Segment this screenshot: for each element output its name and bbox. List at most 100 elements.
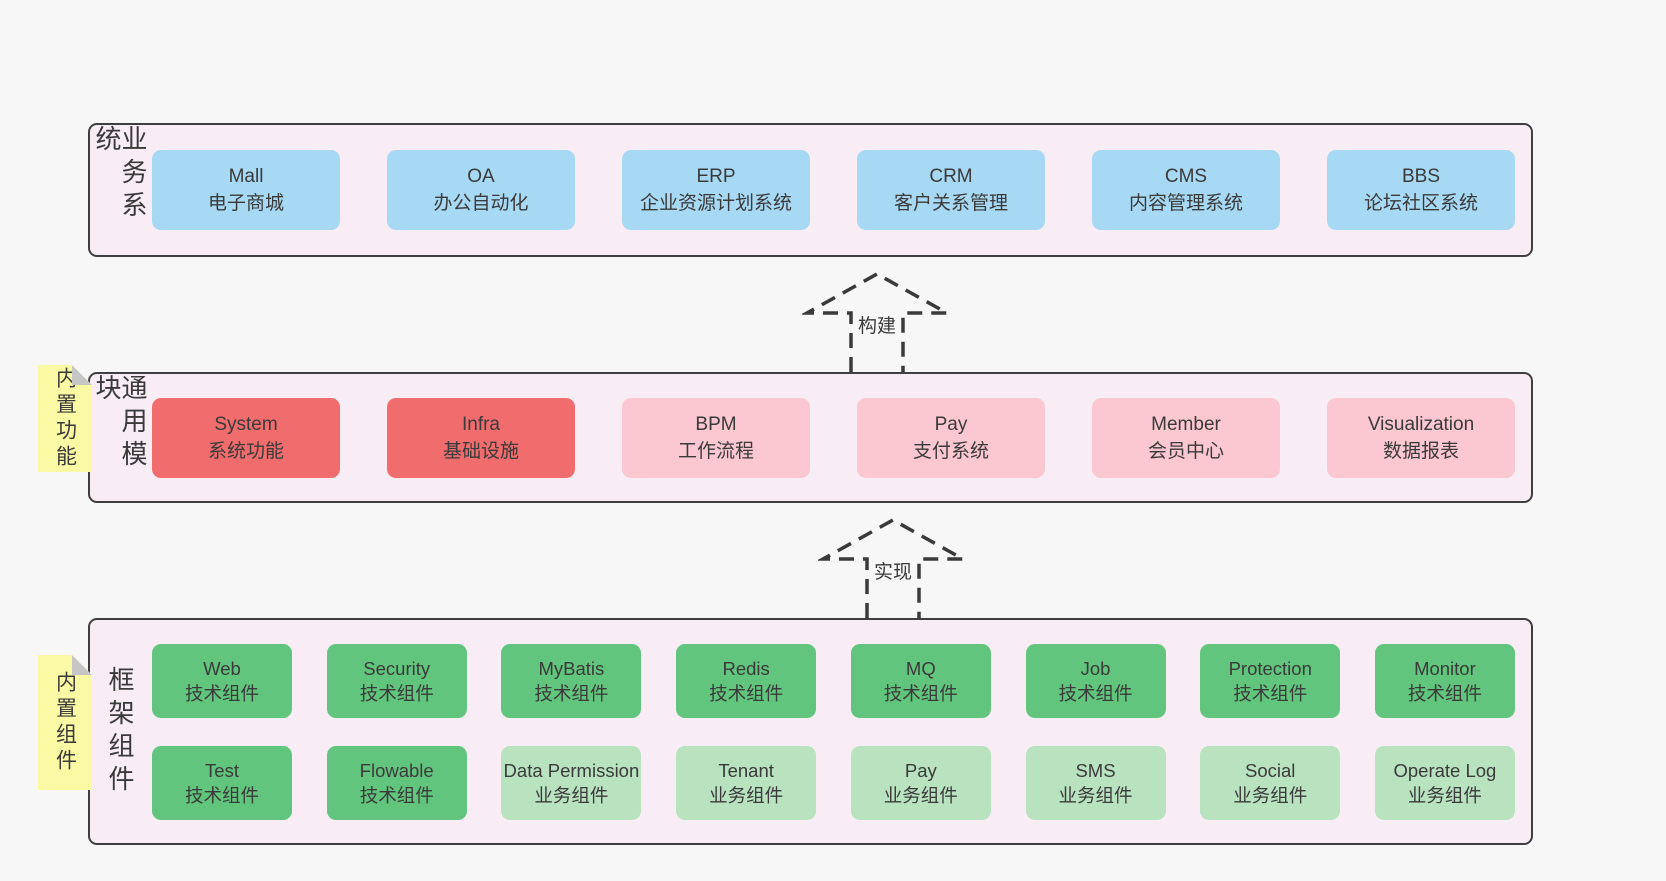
sticky-note-label: 内置组件: [53, 670, 77, 775]
module-subtitle: 技术组件: [883, 682, 958, 704]
module-name: Mall: [228, 166, 264, 187]
band-rows: System 系统功能 Infra 基础设施 BPM 工作流程 Pay 支付系统…: [150, 374, 1531, 501]
arrow-label: 实现: [869, 554, 917, 587]
module-subtitle: 技术组件: [359, 784, 434, 806]
box-crm: CRM 客户关系管理: [857, 150, 1045, 230]
module-subtitle: 会员中心: [1147, 440, 1224, 462]
band-title-components: 框架组件: [105, 665, 135, 798]
box-member: Member 会员中心: [1092, 397, 1280, 478]
box-web: Web 技术组件: [152, 643, 292, 718]
band-modules: 通用模块 System 系统功能 Infra 基础设施 BPM 工作流程 Pay…: [88, 372, 1533, 503]
box-pay: Pay 支付系统: [857, 397, 1045, 478]
module-name: MyBatis: [538, 657, 605, 679]
module-subtitle: 技术组件: [1233, 682, 1308, 704]
arrow-label: 构建: [853, 308, 901, 341]
box-infra: Infra 基础设施: [387, 397, 575, 478]
band-rows: Mall 电子商城 OA 办公自动化 ERP 企业资源计划系统 CRM 客户关系…: [150, 125, 1531, 255]
box-bbs: BBS 论坛社区系统: [1327, 150, 1515, 230]
band-rows: Web 技术组件 Security 技术组件 MyBatis 技术组件 Redi…: [150, 620, 1531, 843]
band-row: System 系统功能 Infra 基础设施 BPM 工作流程 Pay 支付系统…: [152, 397, 1515, 478]
module-name: SMS: [1075, 759, 1116, 781]
module-subtitle: 技术组件: [184, 784, 259, 806]
box-pay: Pay 业务组件: [850, 745, 991, 820]
module-subtitle: 基础设施: [442, 440, 519, 462]
module-subtitle: 办公自动化: [433, 193, 529, 214]
module-name: Data Permission: [503, 759, 640, 781]
band-business: 业务系统 Mall 电子商城 OA 办公自动化 ERP 企业资源计划系统 CRM…: [88, 123, 1533, 257]
module-subtitle: 业务组件: [1233, 784, 1308, 806]
box-test: Test 技术组件: [152, 745, 292, 820]
band-row: Test 技术组件 Flowable 技术组件 Data Permission …: [152, 745, 1515, 820]
module-subtitle: 业务组件: [534, 784, 609, 806]
module-subtitle: 技术组件: [534, 682, 609, 704]
module-name: OA: [467, 166, 495, 187]
box-visualization: Visualization 数据报表: [1327, 397, 1515, 478]
box-security: Security 技术组件: [326, 643, 467, 718]
module-name: CRM: [929, 166, 973, 187]
module-name: BPM: [695, 413, 737, 435]
box-sms: SMS 业务组件: [1025, 745, 1166, 820]
module-subtitle: 客户关系管理: [893, 193, 1008, 214]
up-arrow-icon: [818, 518, 968, 618]
module-name: BBS: [1401, 166, 1441, 187]
module-name: Monitor: [1414, 657, 1476, 679]
module-subtitle: 业务组件: [1058, 784, 1133, 806]
module-name: Security: [363, 657, 431, 679]
module-name: MQ: [905, 657, 936, 679]
box-operate-log: Operate Log 业务组件: [1374, 745, 1515, 820]
module-subtitle: 业务组件: [1407, 784, 1482, 806]
box-mall: Mall 电子商城: [152, 150, 340, 230]
module-name: Flowable: [359, 759, 434, 781]
band-components: 框架组件 Web 技术组件 Security 技术组件 MyBatis 技术组件…: [88, 618, 1533, 845]
box-mybatis: MyBatis 技术组件: [501, 643, 642, 718]
module-name: Member: [1151, 413, 1221, 435]
module-name: System: [214, 413, 278, 435]
module-subtitle: 技术组件: [1058, 682, 1133, 704]
module-name: Tenant: [718, 759, 774, 781]
sticky-note-label: 内置功能: [53, 366, 77, 471]
module-subtitle: 数据报表: [1382, 440, 1459, 462]
module-subtitle: 工作流程: [677, 440, 754, 462]
box-bpm: BPM 工作流程: [622, 397, 810, 478]
module-name: Redis: [722, 657, 770, 679]
module-name: Operate Log: [1393, 759, 1497, 781]
module-subtitle: 内容管理系统: [1128, 193, 1243, 214]
box-data-permission: Data Permission 业务组件: [501, 745, 642, 820]
dashed-up-arrow-build: 构建: [802, 272, 952, 372]
module-subtitle: 技术组件: [359, 682, 434, 704]
module-subtitle: 支付系统: [912, 440, 989, 462]
module-subtitle: 业务组件: [709, 784, 784, 806]
module-name: Job: [1080, 657, 1111, 679]
band-title-modules: 通用模块: [92, 374, 148, 473]
module-name: CMS: [1164, 166, 1208, 187]
up-arrow-icon: [802, 272, 952, 372]
box-protection: Protection 技术组件: [1200, 643, 1341, 718]
box-mq: MQ 技术组件: [850, 643, 991, 718]
module-name: Pay: [934, 413, 968, 435]
module-name: ERP: [696, 166, 736, 187]
module-subtitle: 系统功能: [207, 440, 284, 462]
module-name: Visualization: [1367, 413, 1475, 435]
band-title-business: 业务系统: [92, 125, 148, 224]
box-system: System 系统功能: [152, 397, 340, 478]
module-name: Pay: [904, 759, 937, 781]
module-name: Protection: [1228, 657, 1312, 679]
module-subtitle: 技术组件: [1407, 682, 1482, 704]
module-subtitle: 技术组件: [709, 682, 784, 704]
module-name: Test: [205, 759, 239, 781]
band-row: Web 技术组件 Security 技术组件 MyBatis 技术组件 Redi…: [152, 643, 1515, 718]
box-monitor: Monitor 技术组件: [1374, 643, 1515, 718]
box-job: Job 技术组件: [1025, 643, 1166, 718]
module-subtitle: 论坛社区系统: [1363, 193, 1478, 214]
module-subtitle: 技术组件: [184, 682, 259, 704]
box-erp: ERP 企业资源计划系统: [622, 150, 810, 230]
box-tenant: Tenant 业务组件: [676, 745, 817, 820]
band-row: Mall 电子商城 OA 办公自动化 ERP 企业资源计划系统 CRM 客户关系…: [152, 150, 1515, 230]
box-social: Social 业务组件: [1200, 745, 1341, 820]
module-name: Social: [1245, 759, 1296, 781]
module-subtitle: 电子商城: [207, 193, 284, 214]
module-subtitle: 业务组件: [883, 784, 958, 806]
module-name: Infra: [461, 413, 501, 435]
box-oa: OA 办公自动化: [387, 150, 575, 230]
